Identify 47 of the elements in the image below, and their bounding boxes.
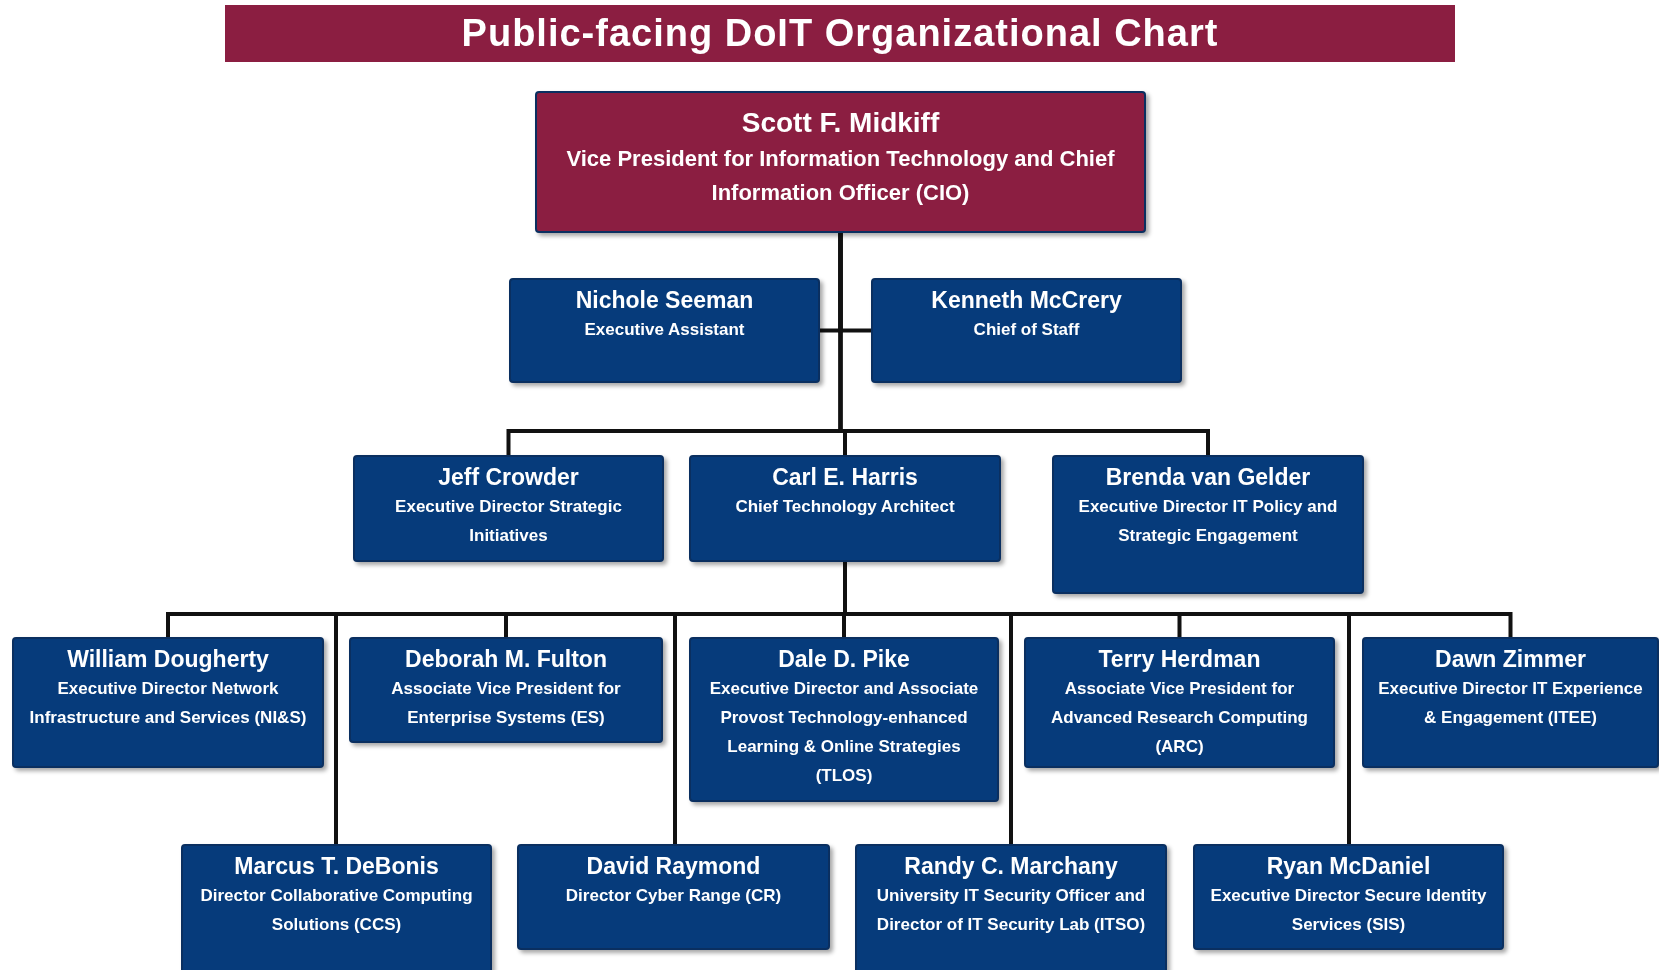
person-name: Scott F. Midkiff — [741, 106, 940, 140]
org-box — [535, 91, 1146, 233]
person-name: Terry Herdman — [1098, 645, 1261, 674]
job-title: Executive Director Network Infrastructure and Services (NI&S) — [28, 677, 308, 729]
person-name: Jeff Crowder — [438, 463, 579, 492]
org-box — [353, 455, 664, 562]
job-title: Director Collaborative Computing Solutions (CCS) — [199, 884, 474, 936]
org-box — [1024, 637, 1335, 768]
org-box — [689, 455, 1001, 562]
job-title: Executive Director IT Policy and Strategic Engagement — [1077, 495, 1339, 547]
job-title: Chief of Staff — [973, 318, 1080, 341]
org-box — [1362, 637, 1659, 768]
person-name: David Raymond — [586, 852, 761, 881]
person-name: Marcus T. DeBonis — [234, 852, 439, 881]
job-title: Vice President for Information Technology and Chief Information Officer (CIO) — [565, 145, 1116, 208]
job-title: Executive Director and Associate Provost Technology-enhanced Learning & Online Strategies (TLOS) — [708, 677, 980, 787]
person-name: Ryan McDaniel — [1266, 852, 1431, 881]
person-name: Randy C. Marchany — [904, 852, 1118, 881]
org-box — [855, 844, 1167, 970]
job-title: Associate Vice President for Advanced Research Computing (ARC) — [1050, 677, 1309, 758]
person-name: Brenda van Gelder — [1105, 463, 1311, 492]
job-title: Executive Director Secure Identity Services (SIS) — [1209, 884, 1488, 936]
org-box — [181, 844, 492, 970]
job-title: Chief Technology Architect — [735, 495, 955, 518]
job-title: Executive Director Strategic Initiatives — [394, 495, 623, 547]
org-box — [871, 278, 1182, 383]
connector-line — [838, 233, 1210, 455]
person-name: William Dougherty — [67, 645, 269, 674]
person-name: Dale D. Pike — [778, 645, 910, 674]
title-banner: Public-facing DoIT Organizational Chart — [225, 5, 1455, 62]
job-title: University IT Security Officer and Director of IT Security Lab (ITSO) — [875, 884, 1147, 936]
job-title: Associate Vice President for Enterprise Systems (ES) — [390, 677, 622, 729]
person-name: Nichole Seeman — [575, 286, 754, 315]
job-title: Executive Director IT Experience & Engagement (ITEE) — [1377, 677, 1644, 729]
org-box — [517, 844, 830, 950]
person-name: Carl E. Harris — [772, 463, 918, 492]
org-box — [689, 637, 999, 802]
person-name: Deborah M. Fulton — [405, 645, 607, 674]
job-title: Executive Assistant — [584, 318, 745, 341]
org-box — [509, 278, 820, 383]
job-title: Director Cyber Range (CR) — [565, 884, 782, 907]
org-box — [1193, 844, 1504, 950]
org-box — [1052, 455, 1364, 594]
person-name: Dawn Zimmer — [1435, 645, 1586, 674]
org-box — [12, 637, 324, 768]
org-box — [349, 637, 663, 743]
person-name: Kenneth McCrery — [931, 286, 1122, 315]
